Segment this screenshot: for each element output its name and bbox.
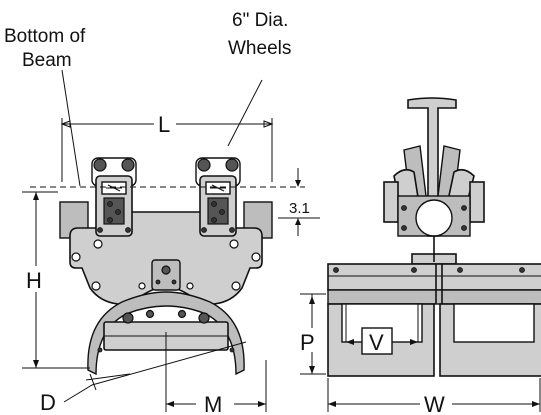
plate-hole [186, 282, 194, 290]
callout-bottom-of-beam-line1: Bottom of [4, 26, 86, 47]
callout-bottom-of-beam-line2: Beam [22, 50, 72, 71]
dim-label-P: P [300, 330, 315, 355]
top-frame [327, 263, 541, 305]
wheel-cluster [383, 145, 485, 265]
dim-label-M: M [204, 392, 222, 415]
saddle-boxes [327, 303, 541, 377]
plate-hole [229, 239, 239, 249]
plate-hole [93, 239, 103, 249]
right-wheel-assembly [195, 157, 241, 237]
side-view: P V W [300, 97, 541, 415]
plate-hole [138, 282, 146, 290]
plate-hole [251, 252, 261, 262]
front-view: L H 3.1 D M [22, 69, 320, 415]
callout-wheels-line2: Wheels [228, 38, 291, 59]
left-wheel-assembly [91, 157, 137, 237]
plate-hole [231, 281, 241, 291]
center-hook-block [151, 259, 181, 291]
dim-label-W: W [424, 392, 445, 415]
callout-wheels-line1: 6" Dia. [232, 10, 288, 31]
dim-label-V: V [369, 330, 384, 355]
dim-label-L: L [158, 112, 170, 137]
dim-label-H: H [26, 268, 42, 293]
plate-hole [71, 252, 81, 262]
plate-hole [91, 281, 101, 291]
dim-label-D: D [40, 390, 56, 415]
dim-label-3-1: 3.1 [289, 200, 310, 217]
